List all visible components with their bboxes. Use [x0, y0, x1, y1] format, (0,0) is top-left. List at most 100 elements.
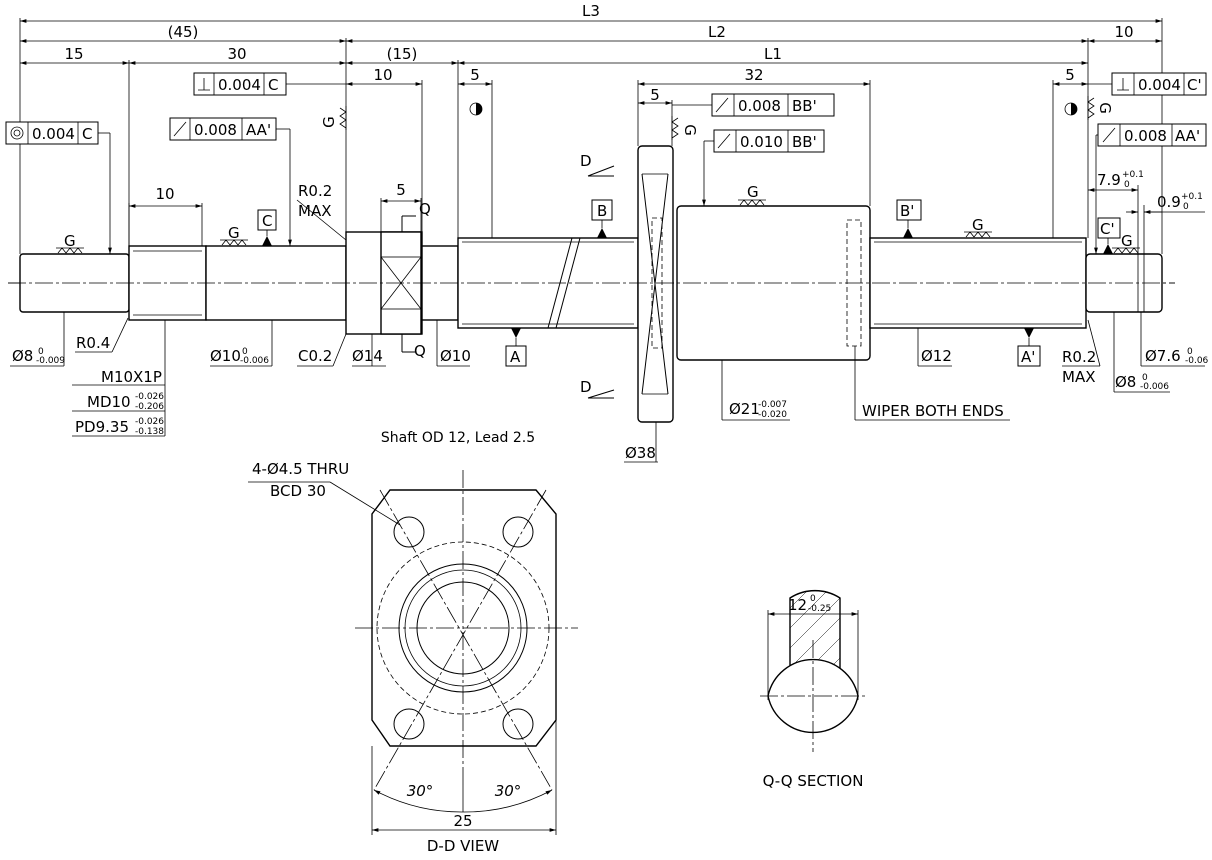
svg-text:-0.006: -0.006 [1140, 382, 1169, 392]
finish-symbol: G [56, 232, 84, 254]
svg-text:G: G [681, 124, 699, 136]
subtitle: Shaft OD 12, Lead 2.5 [381, 430, 535, 446]
run2-value: 0.008 [738, 97, 781, 115]
svg-text:G: G [64, 232, 76, 250]
label-D-top: D [580, 152, 592, 170]
run3-value: 0.010 [740, 133, 783, 151]
label-D-bottom: D [580, 378, 592, 396]
finish-symbol-vertical: G [671, 116, 699, 140]
dim-R0-2-left: R0.2 [298, 182, 332, 200]
svg-text:0: 0 [1187, 347, 1193, 357]
svg-text:0: 0 [810, 594, 816, 604]
dim-30: 30 [227, 45, 246, 63]
angle-30-left: 30° [407, 782, 434, 800]
finish-symbol-vertical: G [320, 106, 347, 130]
perp2-value: 0.004 [1138, 76, 1181, 94]
svg-text:0: 0 [1124, 180, 1130, 190]
dim-PD9-35: PD9.35 [75, 418, 129, 436]
conc-value: 0.004 [32, 125, 75, 143]
svg-text:+0.1: +0.1 [1181, 192, 1203, 202]
svg-text:-0.009: -0.009 [36, 356, 65, 366]
dim-0-9: 0.9 [1157, 193, 1181, 211]
svg-text:-0.026: -0.026 [135, 392, 164, 402]
dim-phi10: Ø10 [210, 347, 241, 365]
svg-text:-0.020: -0.020 [758, 410, 787, 420]
label-bcd: BCD 30 [270, 482, 326, 500]
tolerance-frames: 0.004 C 0.004 C 0.008 AA' 0.008 BB' 0. [5, 72, 1207, 254]
svg-text:-0.206: -0.206 [135, 402, 164, 412]
dim-10-thread: 10 [155, 185, 174, 203]
dim-10-block: 10 [373, 66, 392, 84]
svg-text:G: G [747, 183, 759, 201]
dim-max-left: MAX [298, 202, 331, 220]
run1-value: 0.008 [194, 121, 237, 139]
svg-text:G: G [972, 216, 984, 234]
dim-15: 15 [64, 45, 83, 63]
svg-text:G: G [1096, 102, 1114, 114]
dim-5-shaft: 5 [470, 66, 480, 84]
datum-C: C [262, 212, 272, 230]
run4-value: 0.008 [1124, 127, 1167, 145]
dim-45: (45) [168, 23, 199, 41]
dim-5-block: 5 [396, 181, 406, 199]
svg-text:0: 0 [242, 347, 248, 357]
dim-phi38: Ø38 [625, 444, 656, 462]
svg-text:-0.026: -0.026 [135, 417, 164, 427]
dim-phi12: Ø12 [921, 347, 952, 365]
label-wiper-both-ends: WIPER BOTH ENDS [862, 402, 1004, 420]
svg-text:G: G [1121, 232, 1133, 250]
svg-text:-0.138: -0.138 [135, 427, 164, 437]
shaft-side-view [8, 145, 1175, 423]
dimension-lines [19, 18, 1205, 254]
perp2-ref: C' [1187, 76, 1202, 94]
datum-B: B [597, 202, 607, 220]
perp1-ref: C [268, 76, 278, 94]
dim-phi7-6: Ø7.6 [1145, 347, 1181, 365]
dim-C0-2: C0.2 [298, 347, 332, 365]
dim-phi10-b: Ø10 [440, 347, 471, 365]
dim-phi21: Ø21 [729, 400, 760, 418]
label-holes: 4-Ø4.5 THRU [252, 460, 349, 478]
dim-7-9: 7.9 [1097, 171, 1121, 189]
run3-ref: BB' [792, 133, 817, 151]
finish-symbol: G [1112, 232, 1140, 254]
datum-A: A [510, 348, 521, 366]
svg-text:0: 0 [38, 347, 44, 357]
dim-12: 12 [788, 596, 807, 614]
conc-ref: C [82, 125, 92, 143]
label-dd-view: D-D VIEW [427, 837, 499, 855]
dim-32: 32 [744, 66, 763, 84]
dim-max-right: MAX [1062, 368, 1095, 386]
dim-R0-4: R0.4 [76, 334, 110, 352]
datum-labels: C B A B' A' C' [257, 199, 1121, 367]
dim-25: 25 [453, 812, 472, 830]
run1-ref: AA' [246, 121, 271, 139]
dim-5-flange: 5 [650, 86, 660, 104]
finish-symbol-vertical: G [1087, 96, 1114, 120]
svg-text:G: G [320, 116, 338, 128]
svg-text:-0.007: -0.007 [758, 400, 787, 410]
dim-M10x1P: M10X1P [101, 368, 162, 386]
finish-symbol: G [738, 183, 766, 206]
half-circle-marker [1064, 102, 1078, 116]
dim-phi14: Ø14 [352, 347, 383, 365]
finish-symbol: G [220, 224, 248, 246]
dim-phi8-right: Ø8 [1115, 373, 1136, 391]
svg-text:-0.006: -0.006 [240, 356, 269, 366]
surface-finish-symbols: G G G G G G G G [56, 96, 1140, 254]
dim-phi8-left: Ø8 [12, 347, 33, 365]
svg-text:-0.25: -0.25 [808, 604, 831, 614]
label-Q-bottom: Q [414, 342, 426, 360]
dd-view: 30° 30° 25 D-D VIEW 4-Ø4.5 THRU BCD 30 [248, 460, 578, 855]
datum-B-prime: B' [900, 202, 914, 220]
svg-text:0: 0 [1183, 202, 1189, 212]
finish-symbol: G [964, 216, 992, 238]
svg-text:+0.1: +0.1 [1122, 170, 1144, 180]
dim-R0-2-right: R0.2 [1062, 348, 1096, 366]
qq-section: 12 0 -0.25 Q-Q SECTION [760, 589, 866, 790]
perp1-value: 0.004 [218, 76, 261, 94]
label-qq-section: Q-Q SECTION [763, 772, 864, 790]
svg-text:-0.06: -0.06 [1185, 356, 1209, 366]
dimension-texts: L3 (45) L2 10 15 30 (15) L1 10 5 32 5 5 … [64, 2, 1202, 212]
